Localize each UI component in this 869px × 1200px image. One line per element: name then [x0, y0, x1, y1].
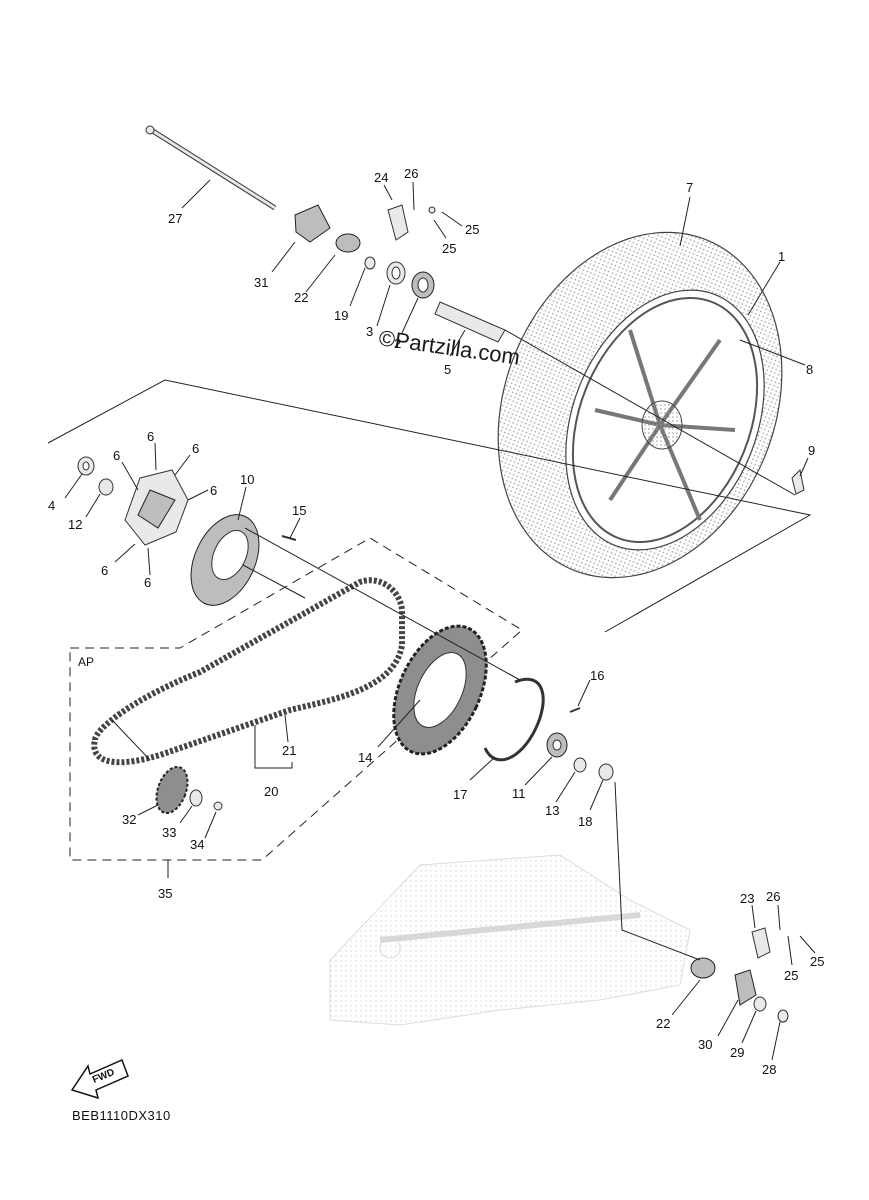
valve-9 [791, 468, 805, 495]
callout-29: 29 [730, 1045, 744, 1060]
callout-27: 27 [168, 211, 182, 226]
callout-25: 25 [810, 954, 824, 969]
callout-25: 25 [465, 222, 479, 237]
callout-20: 20 [264, 784, 278, 799]
axle-collar-22a [335, 233, 361, 253]
bearing-4 [77, 456, 95, 476]
oil-seal-3 [386, 261, 406, 285]
callout-6: 6 [210, 483, 217, 498]
callout-31: 31 [254, 275, 268, 290]
rear-axle [145, 125, 277, 211]
callout-33: 33 [162, 825, 176, 840]
bearing-2 [411, 271, 435, 299]
collar-12 [98, 478, 114, 496]
wheel-assembly-frame [47, 379, 812, 633]
rear-sprocket [392, 624, 488, 756]
callout-26: 26 [766, 889, 780, 904]
callout-23: 23 [740, 891, 754, 906]
callout-1: 1 [778, 249, 785, 264]
callout-4: 4 [48, 498, 55, 513]
callout-6: 6 [101, 563, 108, 578]
chain-puller-left [294, 204, 331, 243]
callout-28: 28 [762, 1062, 776, 1077]
spacer-5 [434, 301, 506, 343]
drive-sprocket-32 [155, 765, 189, 815]
diagram-code: BEB1110DX310 [72, 1108, 171, 1123]
bearing-11 [546, 732, 568, 758]
callout-14: 14 [358, 750, 372, 765]
callout-8: 8 [806, 362, 813, 377]
callout-labels: 27 24 26 25 25 31 22 19 3 2 5 7 1 8 9 6 … [48, 166, 824, 1077]
callout-13: 13 [545, 803, 559, 818]
chain-kit-box [69, 537, 523, 861]
adjust-bolt-23 [751, 927, 771, 959]
nut-34 [213, 801, 223, 811]
callout-25: 25 [442, 241, 456, 256]
callout-11: 11 [512, 786, 526, 801]
callout-12: 12 [68, 517, 82, 532]
callout-34: 34 [190, 837, 204, 852]
callout-21: 21 [282, 743, 296, 758]
callout-6: 6 [113, 448, 120, 463]
callout-22: 22 [656, 1016, 670, 1031]
callout-16: 16 [590, 668, 604, 683]
leader-lines [64, 179, 816, 1061]
callout-9: 9 [808, 443, 815, 458]
damper-set-6 [124, 469, 189, 546]
callout-30: 30 [698, 1037, 712, 1052]
callout-24: 24 [374, 170, 388, 185]
washer-33 [189, 789, 203, 807]
callout-6: 6 [192, 441, 199, 456]
callout-6: 6 [144, 575, 151, 590]
axle-collar-22b [690, 957, 716, 979]
adjust-bolt-24 [387, 204, 409, 241]
callout-22: 22 [294, 290, 308, 305]
nut-28 [777, 1009, 789, 1023]
callout-5: 5 [444, 362, 451, 377]
bolt-15 [281, 535, 297, 541]
callout-32: 32 [122, 812, 136, 827]
callout-3: 3 [366, 324, 373, 339]
callout-15: 15 [292, 503, 306, 518]
bolt-16 [569, 707, 581, 713]
callout-7: 7 [686, 180, 693, 195]
callout-26: 26 [404, 166, 418, 181]
fwd-arrow-icon: FWD [70, 1058, 129, 1100]
chain-guard [483, 678, 545, 762]
callout-10: 10 [240, 472, 254, 487]
collar-19 [364, 256, 376, 270]
callout-18: 18 [578, 814, 592, 829]
chain-puller-right [734, 969, 757, 1006]
callout-6: 6 [147, 429, 154, 444]
rear-tire [497, 231, 783, 579]
sprocket-hub-10 [190, 514, 260, 606]
callout-19: 19 [334, 308, 348, 323]
assembly-label: AP [78, 655, 94, 669]
oil-seal-13 [573, 757, 587, 773]
callout-17: 17 [453, 787, 467, 802]
callout-25: 25 [784, 968, 798, 983]
collar-18 [598, 763, 614, 781]
callout-35: 35 [158, 886, 172, 901]
swingarm-ghost [329, 854, 691, 1026]
washer-29 [753, 996, 767, 1012]
callout-2: 2 [394, 336, 401, 351]
nut-25 [428, 206, 436, 214]
drive-chain [91, 577, 405, 766]
